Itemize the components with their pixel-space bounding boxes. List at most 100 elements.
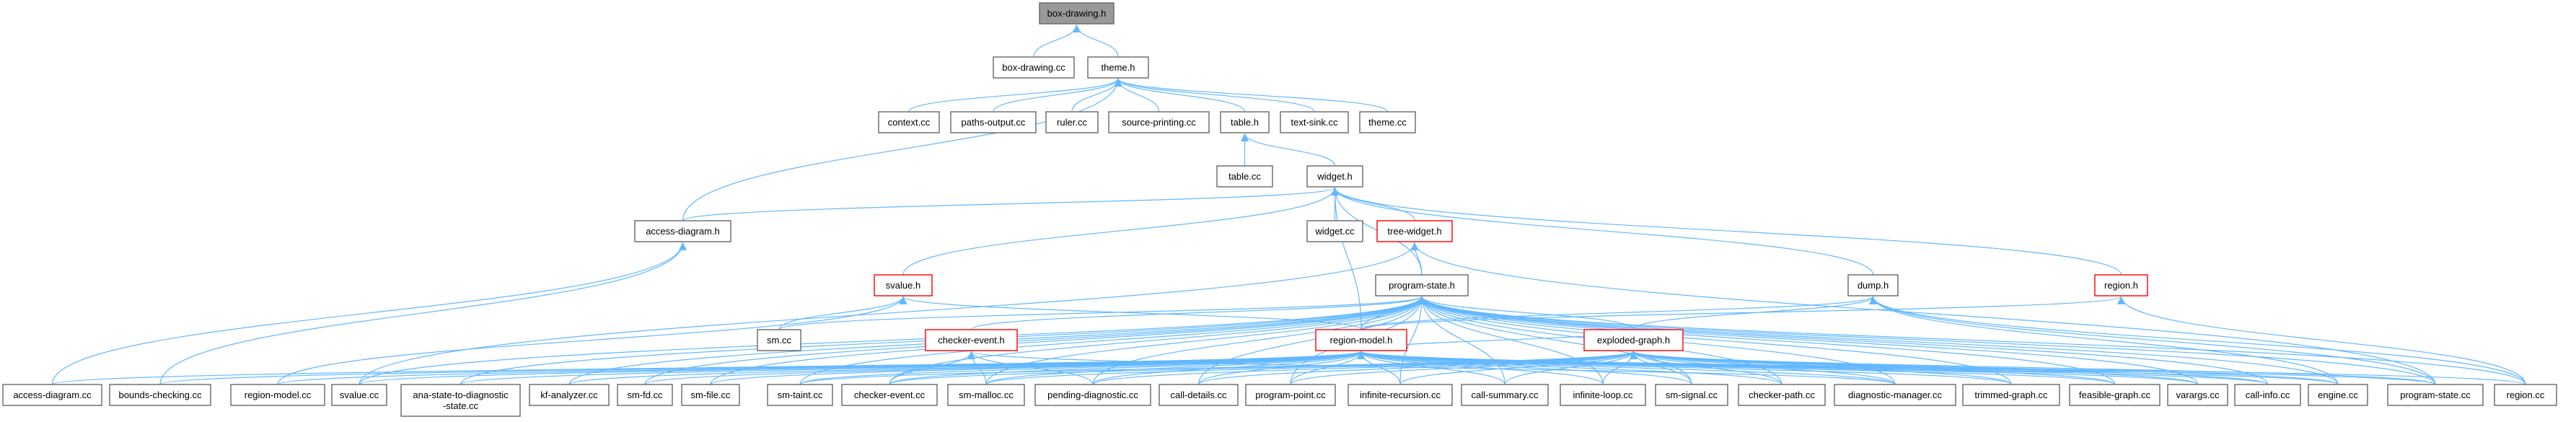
node-box [634,220,731,242]
node-svalue-h[interactable]: svalue.h [874,274,933,296]
edge-sm-signal-cc-to-region-model-h [1357,351,1692,385]
node-theme-cc[interactable]: theme.cc [1359,111,1416,133]
node-label: access-diagram.h [646,226,720,237]
node-access-diagram-h[interactable]: access-diagram.h [634,220,731,242]
node-label: sm-malloc.cc [959,390,1014,400]
node-theme-h[interactable]: theme.h [1087,56,1149,79]
edge-sm-taint-cc-to-region-model-h [799,351,1366,385]
node-tree-widget-h[interactable]: tree-widget.h [1376,220,1453,242]
edge-feasible-graph-cc-to-exploded-graph-h [1630,351,2116,385]
node-table-cc[interactable]: table.cc [1216,165,1273,188]
node-program-point-cc[interactable]: program-point.cc [1245,384,1336,406]
node-program-state-cc[interactable]: program-state.cc [2387,384,2484,406]
node-sm-file-cc[interactable]: sm-file.cc [681,384,740,406]
node-label: sm-taint.cc [778,390,823,400]
node-region-model-h[interactable]: region-model.h [1315,329,1407,351]
node-sm-signal-cc[interactable]: sm-signal.cc [1655,384,1728,406]
node-box [1216,165,1273,188]
node-access-diagram-cc[interactable]: access-diagram.cc [2,384,102,406]
node-label: text-sink.cc [1291,117,1338,128]
node-sm-cc[interactable]: sm.cc [757,329,801,351]
node-checker-event-h[interactable]: checker-event.h [925,329,1018,351]
node-label: infinite-recursion.cc [1360,390,1441,400]
node-label: program-state.cc [2400,390,2471,400]
node-bounds-checking-cc[interactable]: bounds-checking.cc [109,384,211,406]
node-box [2094,274,2148,296]
node-region-h[interactable]: region.h [2094,274,2148,296]
edge-region-model-h-to-svalue-h [899,296,1362,330]
edge-svalue-cc-to-program-state-h [359,296,1426,385]
node-dump-h[interactable]: dump.h [1847,274,1899,296]
node-checker-path-cc[interactable]: checker-path.cc [1738,384,1826,406]
node-box-drawing-h[interactable]: box-drawing.h [1039,2,1115,25]
node-box [1034,384,1151,406]
node-box [1847,274,1899,296]
node-infinite-loop-cc[interactable]: infinite-loop.cc [1560,384,1646,406]
node-widget-h[interactable]: widget.h [1306,165,1363,188]
edge-region-h-to-widget-h [1331,187,2122,276]
node-checker-event-cc[interactable]: checker-event.cc [841,384,938,406]
node-box [925,329,1018,351]
edge-svalue-h-to-widget-h [902,187,1339,276]
node-box [767,384,833,406]
node-box [1306,220,1363,242]
node-label: pending-diagnostic.cc [1047,390,1138,400]
edge-context-cc-to-theme-h [908,78,1122,113]
edge-access-diagram-cc-to-access-diagram-h [51,242,687,385]
node-sm-malloc-cc[interactable]: sm-malloc.cc [947,384,1025,406]
node-box [1962,384,2060,406]
node-text-sink-cc[interactable]: text-sink.cc [1280,111,1349,133]
node-infinite-recursion-cc[interactable]: infinite-recursion.cc [1348,384,1453,406]
node-region-cc[interactable]: region.cc [2494,384,2557,406]
node-box [1560,384,1646,406]
edge-call-info-cc-to-program-state-h [1417,296,2269,385]
node-label: svalue.h [886,280,920,291]
node-table-h[interactable]: table.h [1220,111,1270,133]
node-label: region.h [2104,280,2138,291]
node-source-printing-cc[interactable]: source-printing.cc [1108,111,1210,133]
edge-region-cc-to-region-h [2117,296,2526,385]
node-diagnostic-manager-cc[interactable]: diagnostic-manager.cc [1834,384,1956,406]
node-label: feasible-graph.cc [2079,390,2150,400]
node-sm-taint-cc[interactable]: sm-taint.cc [767,384,833,406]
node-box [2494,384,2557,406]
node-varargs-cc[interactable]: varargs.cc [2167,384,2228,406]
node-call-summary-cc[interactable]: call-summary.cc [1461,384,1549,406]
edge-box-drawing-cc-to-box-drawing-h [1033,24,1081,58]
node-ana-state-cc[interactable]: ana-state-to-diagnostic-state.cc [400,384,521,417]
node-box [2,384,102,406]
node-label: source-printing.cc [1122,117,1196,128]
node-pending-diagnostic-cc[interactable]: pending-diagnostic.cc [1034,384,1151,406]
node-call-details-cc[interactable]: call-details.cc [1159,384,1239,406]
node-engine-cc[interactable]: engine.cc [2308,384,2368,406]
node-exploded-graph-h[interactable]: exploded-graph.h [1583,329,1684,351]
node-box [681,384,740,406]
edge-region-cc-to-program-state-h [1417,296,2526,385]
node-paths-output-cc[interactable]: paths-output.cc [950,111,1037,133]
node-label: table.cc [1228,171,1261,182]
node-feasible-graph-cc[interactable]: feasible-graph.cc [2069,384,2160,406]
node-kf-analyzer-cc[interactable]: kf-analyzer.cc [529,384,610,406]
edge-call-details-cc-to-exploded-graph-h [1197,351,1638,385]
node-box [2308,384,2368,406]
node-context-cc[interactable]: context.cc [878,111,940,133]
edge-svalue-cc-to-tree-widget-h [359,242,1419,385]
node-label: paths-output.cc [962,117,1026,128]
node-box [1039,2,1115,25]
node-sm-fd-cc[interactable]: sm-fd.cc [617,384,673,406]
node-program-state-h[interactable]: program-state.h [1375,274,1469,296]
node-widget-cc[interactable]: widget.cc [1306,220,1363,242]
node-ruler-cc[interactable]: ruler.cc [1045,111,1099,133]
node-box-drawing-cc[interactable]: box-drawing.cc [993,56,1075,79]
edge-engine-cc-to-program-state-h [1417,296,2339,385]
node-box [757,329,801,351]
node-trimmed-graph-cc[interactable]: trimmed-graph.cc [1962,384,2060,406]
node-region-model-cc[interactable]: region-model.cc [230,384,325,406]
node-box [400,384,521,417]
node-call-info-cc[interactable]: call-info.cc [2234,384,2301,406]
node-label: call-details.cc [1170,390,1227,400]
node-svalue-cc[interactable]: svalue.cc [331,384,387,406]
node-box [1108,111,1210,133]
edge-program-state-cc-to-dump-h [1869,296,2436,385]
node-label: box-drawing.h [1047,8,1107,19]
